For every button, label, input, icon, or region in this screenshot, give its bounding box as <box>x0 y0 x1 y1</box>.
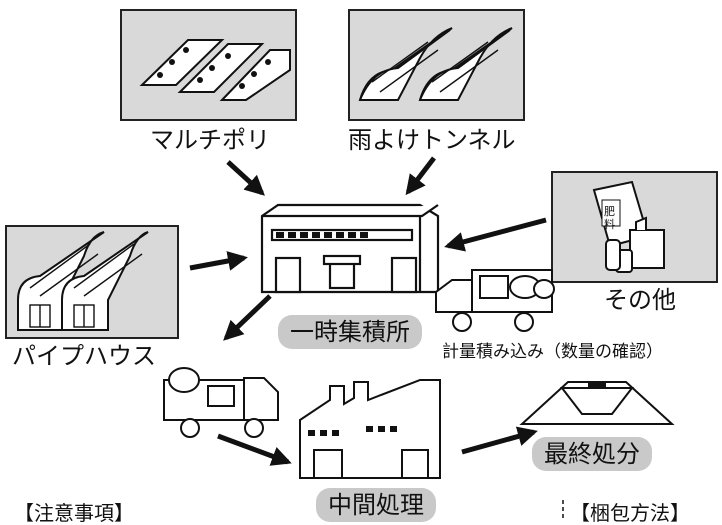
note-packing: 【梱包方法】 <box>570 501 690 525</box>
other-panel <box>551 171 718 283</box>
arrow-pipehouse-to-storage <box>189 251 248 271</box>
arrow-truck-to-factory <box>217 433 292 466</box>
tunnel-panel <box>348 9 525 121</box>
note-caution: 【注意事項】 <box>14 501 134 525</box>
landfill-mark <box>588 383 606 388</box>
flow-arrows <box>189 156 547 466</box>
label-temp-storage: 一時集積所 <box>278 315 422 349</box>
factory-windows <box>308 426 397 436</box>
label-weighing: 計量積み込み（数量の確認） <box>442 342 663 362</box>
label-other: その他 <box>604 286 676 314</box>
label-pipe-house: パイプハウス <box>12 342 156 370</box>
fertilizer-bag-label: 肥料 <box>604 205 615 232</box>
pipe-house-panel <box>5 225 179 339</box>
label-mulch: マルチポリ <box>150 126 270 154</box>
storage-building <box>260 203 440 294</box>
label-final-disposal: 最終処分 <box>532 437 652 471</box>
truck-right-icon <box>435 269 555 332</box>
arrow-tunnel-to-storage <box>405 156 436 196</box>
truck-left-icon <box>163 367 279 438</box>
landfill-icon <box>519 381 675 425</box>
mulch-panel <box>120 9 297 121</box>
storage-windows <box>276 232 368 238</box>
arrow-storage-to-truck <box>223 294 272 341</box>
arrow-factory-to-landfill <box>461 426 538 455</box>
label-intermediate: 中間処理 <box>316 488 436 522</box>
label-tunnel: 雨よけトンネル <box>348 126 516 154</box>
arrow-other-to-storage <box>444 217 547 252</box>
arrow-mulch-to-storage <box>226 160 265 196</box>
